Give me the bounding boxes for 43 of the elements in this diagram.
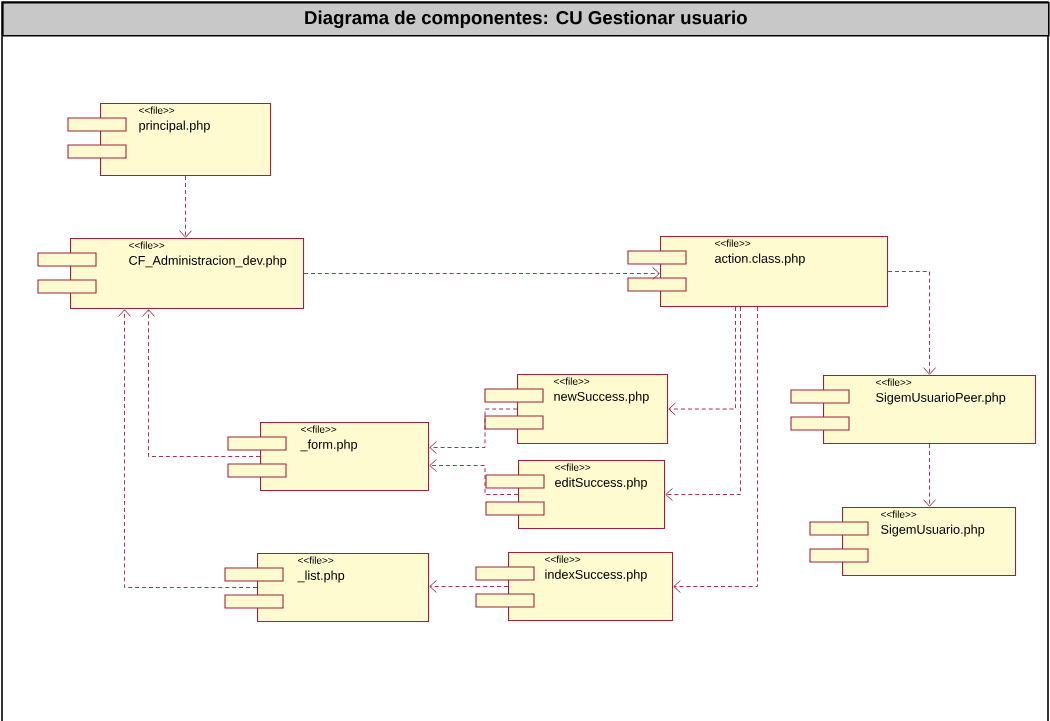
stereotype-label: <<file>> <box>554 377 590 385</box>
stereotype-label: <<file>> <box>545 555 581 563</box>
dependency-arrow <box>142 309 261 457</box>
stereotype-label: <<file>> <box>715 239 751 247</box>
component-box <box>484 374 669 445</box>
file-name: SigemUsuarioPeer.php <box>876 392 1006 405</box>
file-name: CF_Administracion_dev.php <box>129 255 287 268</box>
component-box <box>627 236 889 308</box>
file-name: editSuccess.php <box>555 477 647 490</box>
stereotype-label: <<file>> <box>139 106 175 114</box>
file-name: _form.php <box>300 439 358 452</box>
component-box <box>790 375 1037 445</box>
component-box <box>485 460 666 530</box>
component-box <box>475 552 674 622</box>
dependency-arrow <box>665 306 741 501</box>
dependency-arrow <box>668 306 736 416</box>
stereotype-label: <<file>> <box>129 241 165 249</box>
dependency-arrow <box>429 580 509 593</box>
file-name: SigemUsuario.php <box>881 524 985 537</box>
dependency-arrow <box>673 306 758 593</box>
dependency-arrow <box>118 309 258 588</box>
component-box <box>37 238 305 310</box>
file-name: action.class.php <box>715 253 805 266</box>
file-name: _list.php <box>297 570 345 583</box>
file-name: newSuccess.php <box>554 391 649 404</box>
file-name: principal.php <box>139 120 210 133</box>
stereotype-label: <<file>> <box>876 378 912 386</box>
stereotype-label: <<file>> <box>301 425 337 433</box>
dependency-arrow <box>887 271 936 375</box>
component-box <box>224 553 430 623</box>
stereotype-label: <<file>> <box>881 510 917 518</box>
component-box <box>67 103 272 177</box>
stereotype-label: <<file>> <box>555 463 591 471</box>
dependency-arrow <box>429 408 518 454</box>
component-box <box>227 422 430 492</box>
title-bar: Diagrama de componentes: CU Gestionar usuario <box>2 2 1050 37</box>
dependency-arrow <box>179 175 192 238</box>
file-name: indexSuccess.php <box>545 569 647 582</box>
component-box <box>809 507 1017 577</box>
stereotype-label: <<file>> <box>298 556 334 564</box>
dependency-arrow <box>429 459 519 495</box>
dependency-arrow <box>923 443 936 507</box>
dependency-arrow <box>303 267 660 280</box>
